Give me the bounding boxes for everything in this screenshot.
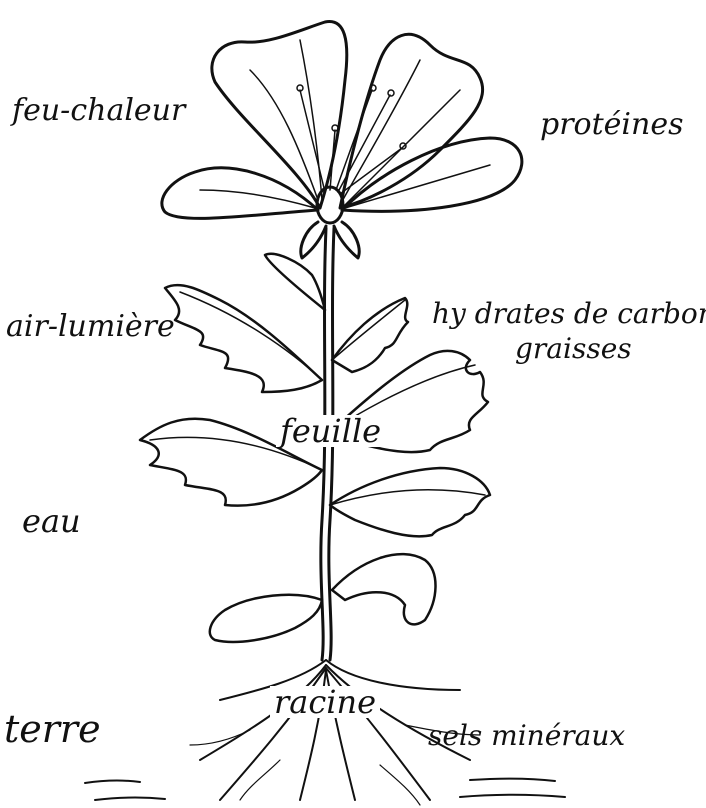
flower [162,22,522,258]
label-eau: eau [22,505,81,537]
label-graisses: graisses [515,335,632,363]
label-terre: terre [4,710,101,748]
label-hydrates-de-carbone: hy drates de carbone [432,300,706,328]
leaf-lower-right [330,468,490,536]
leaf-upper-left [165,285,322,392]
label-racine: racine [270,686,380,718]
leaf-bottom-left [210,595,322,642]
label-feu-chaleur: feu-chaleur [12,96,185,126]
label-sels-mineraux: sels minéraux [428,722,625,750]
label-feuille: feuille [276,415,385,447]
leaf-top-left [265,254,325,310]
leaf-upper-right [332,298,408,372]
ground-lines [85,779,565,800]
label-proteines: protéines [540,110,683,140]
flower-petal-left [212,22,347,208]
label-air-lumiere: air-lumière [6,312,175,342]
leaf-bottom-right [332,554,436,624]
